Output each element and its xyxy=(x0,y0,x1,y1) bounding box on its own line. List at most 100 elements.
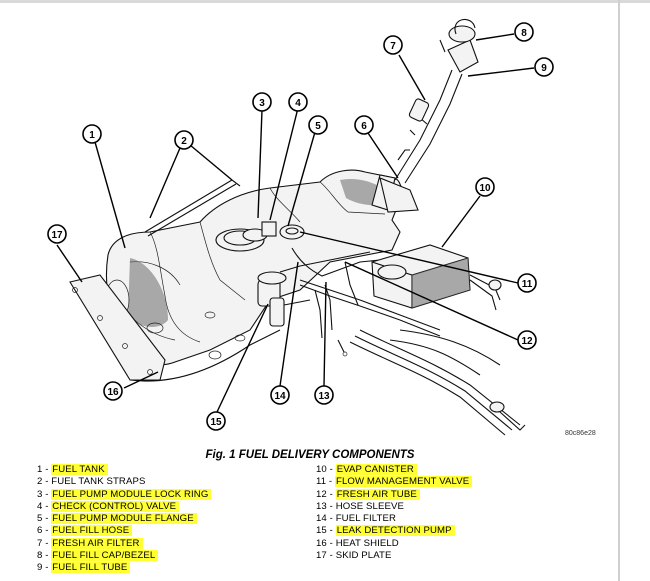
legend-num: 9 - xyxy=(37,562,49,574)
callout-13: 13 xyxy=(314,385,334,405)
legend-label: SKID PLATE xyxy=(335,550,392,562)
legend-label: HOSE SLEEVE xyxy=(335,500,404,512)
svg-text:16: 16 xyxy=(107,387,119,398)
hose-lines-drawing xyxy=(279,247,526,436)
legend-num: 8 - xyxy=(37,550,49,562)
callout-9: 9 xyxy=(534,57,554,77)
legend-item: 3 - FUEL PUMP MODULE LOCK RING xyxy=(37,488,212,501)
callout-16: 16 xyxy=(103,381,123,401)
evap-canister-drawing xyxy=(371,244,502,311)
legend-item: 1 - FUEL TANK xyxy=(37,464,211,476)
right-border xyxy=(618,0,620,581)
fuel-filter-drawing xyxy=(257,271,311,327)
svg-text:5: 5 xyxy=(315,121,321,132)
svg-text:2: 2 xyxy=(181,136,187,147)
legend-item: 14 - FUEL FILTER xyxy=(316,513,472,525)
leader-lines xyxy=(56,33,535,413)
legend-label: FUEL PUMP MODULE FLANGE xyxy=(51,513,197,525)
top-border xyxy=(0,0,650,3)
fuel-delivery-diagram: 1 2 3 4 5 6 7 8 9 10 11 12 13 14 15 16 1… xyxy=(47,18,554,436)
legend-label: FUEL FILL TUBE xyxy=(51,562,131,574)
svg-text:7: 7 xyxy=(390,41,396,52)
legend-right: 10 - EVAP CANISTER 11 - FLOW MANAGEMENT … xyxy=(316,464,473,562)
legend-label: CHECK (CONTROL) VALVE xyxy=(51,500,180,512)
callout-12: 12 xyxy=(517,330,537,350)
legend-label: EVAP CANISTER xyxy=(335,464,417,475)
legend-num: 4 - xyxy=(37,500,49,512)
legend-item: 12 - FRESH AIR TUBE xyxy=(316,488,472,501)
legend-label: FRESH AIR FILTER xyxy=(51,537,143,549)
callout-3: 3 xyxy=(252,92,272,112)
legend-item: 17 - SKID PLATE xyxy=(316,550,472,562)
legend-label: FUEL TANK STRAPS xyxy=(51,476,146,488)
legend-num: 17 - xyxy=(316,550,333,562)
svg-text:10: 10 xyxy=(479,183,491,194)
svg-text:12: 12 xyxy=(521,336,533,347)
legend-num: 2 - xyxy=(37,476,49,488)
pump-module-drawing xyxy=(215,221,305,252)
callout-6: 6 xyxy=(354,115,374,135)
legend-item: 11 - FLOW MANAGEMENT VALVE xyxy=(316,476,473,488)
svg-text:8: 8 xyxy=(521,28,527,39)
legend-label: FUEL TANK xyxy=(51,464,108,475)
legend-label: FUEL FILTER xyxy=(335,513,396,525)
callout-17: 17 xyxy=(47,224,67,244)
legend-num: 15 - xyxy=(316,525,333,537)
legend-item: 9 - FUEL FILL TUBE xyxy=(37,562,211,574)
legend-num: 1 - xyxy=(37,464,49,475)
legend-label: FRESH AIR TUBE xyxy=(335,488,420,500)
svg-text:15: 15 xyxy=(210,417,222,428)
legend-item: 10 - EVAP CANISTER xyxy=(316,464,472,476)
callout-15: 15 xyxy=(206,411,226,431)
legend-label: FLOW MANAGEMENT VALVE xyxy=(335,476,473,488)
legend-item: 5 - FUEL PUMP MODULE FLANGE xyxy=(37,513,211,525)
legend-label: LEAK DETECTION PUMP xyxy=(335,525,455,537)
legend-label: HEAT SHIELD xyxy=(335,537,399,549)
svg-text:6: 6 xyxy=(361,121,367,132)
legend-left: 1 - FUEL TANK 2 - FUEL TANK STRAPS 3 - F… xyxy=(37,464,212,575)
heat-shield-drawing xyxy=(129,329,281,382)
fuel-fill-drawing xyxy=(371,18,479,213)
legend-item: 16 - HEAT SHIELD xyxy=(316,538,472,550)
svg-text:11: 11 xyxy=(522,279,533,290)
image-code: 80c86e28 xyxy=(565,430,596,437)
svg-text:1: 1 xyxy=(89,130,95,141)
legend-label: FUEL FILL HOSE xyxy=(51,525,133,537)
legend-num: 13 - xyxy=(316,500,333,512)
callout-11: 11 xyxy=(517,273,537,293)
callout-2: 2 xyxy=(174,130,194,150)
callout-1: 1 xyxy=(82,124,102,144)
callout-10: 10 xyxy=(475,177,495,197)
legend-num: 6 - xyxy=(37,525,49,537)
svg-text:4: 4 xyxy=(295,98,301,109)
legend-num: 16 - xyxy=(316,537,333,549)
callout-8: 8 xyxy=(514,22,534,42)
skid-plate-drawing xyxy=(69,274,166,381)
legend-label: FUEL FILL CAP/BEZEL xyxy=(51,550,159,562)
legend-item: 13 - HOSE SLEEVE xyxy=(316,501,472,513)
legend-item: 15 - LEAK DETECTION PUMP xyxy=(316,525,472,537)
legend-num: 11 - xyxy=(316,476,333,488)
figure-caption: Fig. 1 FUEL DELIVERY COMPONENTS xyxy=(205,449,415,461)
callout-14: 14 xyxy=(270,385,290,405)
legend-num: 10 - xyxy=(316,464,333,475)
callout-5: 5 xyxy=(308,115,328,135)
svg-text:13: 13 xyxy=(318,391,330,402)
legend-num: 12 - xyxy=(316,488,333,500)
svg-text:17: 17 xyxy=(51,230,63,241)
legend-item: 4 - CHECK (CONTROL) VALVE xyxy=(37,500,211,513)
svg-text:3: 3 xyxy=(259,98,265,109)
callout-4: 4 xyxy=(288,92,308,112)
legend-item: 2 - FUEL TANK STRAPS xyxy=(37,476,211,488)
legend-num: 14 - xyxy=(316,513,333,525)
legend-item: 6 - FUEL FILL HOSE xyxy=(37,525,211,537)
legend-num: 5 - xyxy=(37,513,49,525)
legend-item: 8 - FUEL FILL CAP/BEZEL xyxy=(37,550,211,562)
legend-label: FUEL PUMP MODULE LOCK RING xyxy=(51,488,212,500)
legend-num: 7 - xyxy=(37,537,49,549)
legend-num: 3 - xyxy=(37,488,49,500)
legend-item: 7 - FRESH AIR FILTER xyxy=(37,537,211,550)
svg-text:9: 9 xyxy=(541,63,547,74)
callout-7: 7 xyxy=(383,35,403,55)
svg-text:14: 14 xyxy=(274,391,286,402)
